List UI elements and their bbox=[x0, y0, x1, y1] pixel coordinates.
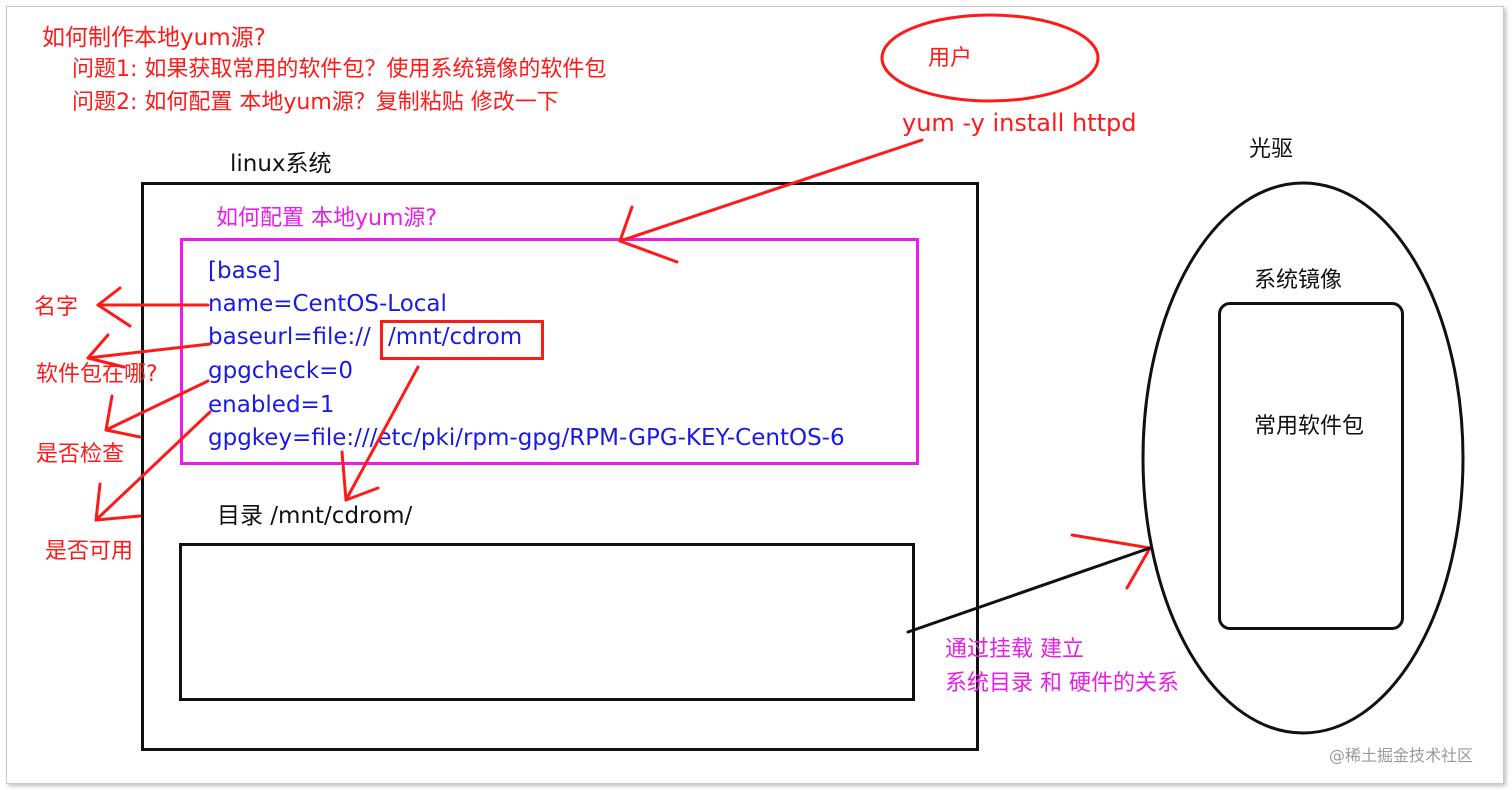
annotation-available: 是否可用 bbox=[45, 539, 134, 564]
mount-dir-label: 目录 /mnt/cdrom/ bbox=[217, 503, 413, 529]
baseurl-arrow-line bbox=[86, 342, 212, 360]
mount-note-line1: 通过挂载 建立 bbox=[945, 637, 1084, 662]
mount-note-line2: 系统目录 和 硬件的关系 bbox=[945, 671, 1179, 696]
user-ellipse bbox=[880, 13, 1100, 103]
cdrom-ellipse bbox=[1141, 181, 1465, 735]
linux-system-label: linux系统 bbox=[230, 151, 332, 177]
user-label: 用户 bbox=[928, 46, 973, 71]
config-line-gpgkey: gpgkey=file:///etc/pki/rpm-gpg/RPM-GPG-K… bbox=[208, 425, 845, 451]
baseurl-path-highlight bbox=[380, 320, 544, 360]
cdrom-label: 光驱 bbox=[1249, 137, 1294, 162]
config-line-name: name=CentOS-Local bbox=[208, 291, 447, 317]
question-2: 问题2: 如何配置 本地yum源？复制粘贴 修改一下 bbox=[72, 90, 559, 115]
annotation-check: 是否检查 bbox=[36, 442, 125, 467]
config-line-enabled: enabled=1 bbox=[208, 392, 335, 418]
packages-label: 常用软件包 bbox=[1254, 414, 1365, 439]
cdrom-path-arrowhead bbox=[340, 450, 380, 502]
command-arrowhead bbox=[618, 205, 679, 264]
diagram-canvas bbox=[6, 6, 1504, 784]
user-command: yum -y install httpd bbox=[902, 109, 1137, 137]
annotation-package-where: 软件包在哪? bbox=[36, 362, 158, 387]
diagram-title: 如何制作本地yum源? bbox=[42, 25, 266, 51]
mount-arrow-line bbox=[906, 546, 1152, 634]
watermark: @稀土掘金技术社区 bbox=[1329, 746, 1474, 765]
baseurl-path: /mnt/cdrom bbox=[388, 324, 523, 350]
gpgcheck-arrowhead bbox=[104, 394, 142, 439]
gpgcheck-arrow-line bbox=[104, 379, 210, 432]
repo-config-box bbox=[180, 238, 919, 465]
command-arrow-line bbox=[618, 138, 924, 243]
question-1: 问题1: 如果获取常用的软件包？使用系统镜像的软件包 bbox=[72, 57, 607, 82]
linux-system-box bbox=[141, 182, 979, 751]
config-line-baseurl: baseurl=file:// bbox=[208, 324, 371, 350]
system-image-box bbox=[1218, 302, 1404, 630]
annotation-name: 名字 bbox=[34, 295, 79, 320]
config-heading: 如何配置 本地yum源? bbox=[216, 206, 438, 231]
cdrom-path-arrow-line bbox=[344, 365, 420, 502]
config-line-section: [base] bbox=[208, 258, 281, 284]
config-line-gpgcheck: gpgcheck=0 bbox=[208, 358, 354, 384]
mount-dir-box bbox=[179, 543, 915, 701]
system-image-label: 系统镜像 bbox=[1254, 268, 1343, 293]
enabled-arrowhead bbox=[94, 482, 142, 522]
baseurl-arrowhead bbox=[86, 333, 126, 369]
name-arrowhead bbox=[96, 286, 132, 328]
enabled-arrow-line bbox=[94, 410, 212, 522]
